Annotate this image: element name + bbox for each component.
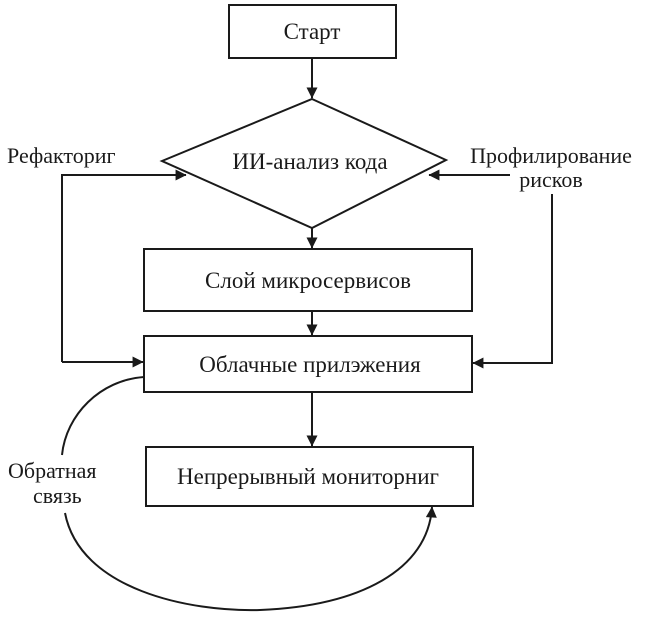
- refactoring-label: Рефакториг: [7, 143, 116, 168]
- feedback-curve-lower: [64, 506, 437, 612]
- feedback-curve-upper: [61, 376, 145, 456]
- risk-profiling-label-line1: Профилирование: [470, 143, 632, 168]
- microservices-node-box: [143, 248, 473, 312]
- cloud-apps-node-label: Облачные прилэжения: [199, 352, 421, 377]
- risk-profiling-label-line2: рисков: [519, 167, 583, 192]
- ai-analysis-node-label: ИИ-анализ кода: [232, 149, 388, 174]
- cloud-apps-node-box: [143, 335, 473, 393]
- edge-risk-to-cloud: [472, 194, 553, 369]
- feedback-label-line1: Обратная: [8, 458, 97, 483]
- monitoring-node-box: [145, 446, 474, 507]
- start-node-label: Старт: [283, 19, 341, 44]
- monitoring-node-label: Непрерывный мониторниг: [177, 464, 439, 489]
- microservices-node-label: Слой микросервисов: [205, 268, 411, 293]
- edge-refactoring-to-ai: [61, 169, 187, 362]
- feedback-label-line2: связь: [33, 483, 82, 508]
